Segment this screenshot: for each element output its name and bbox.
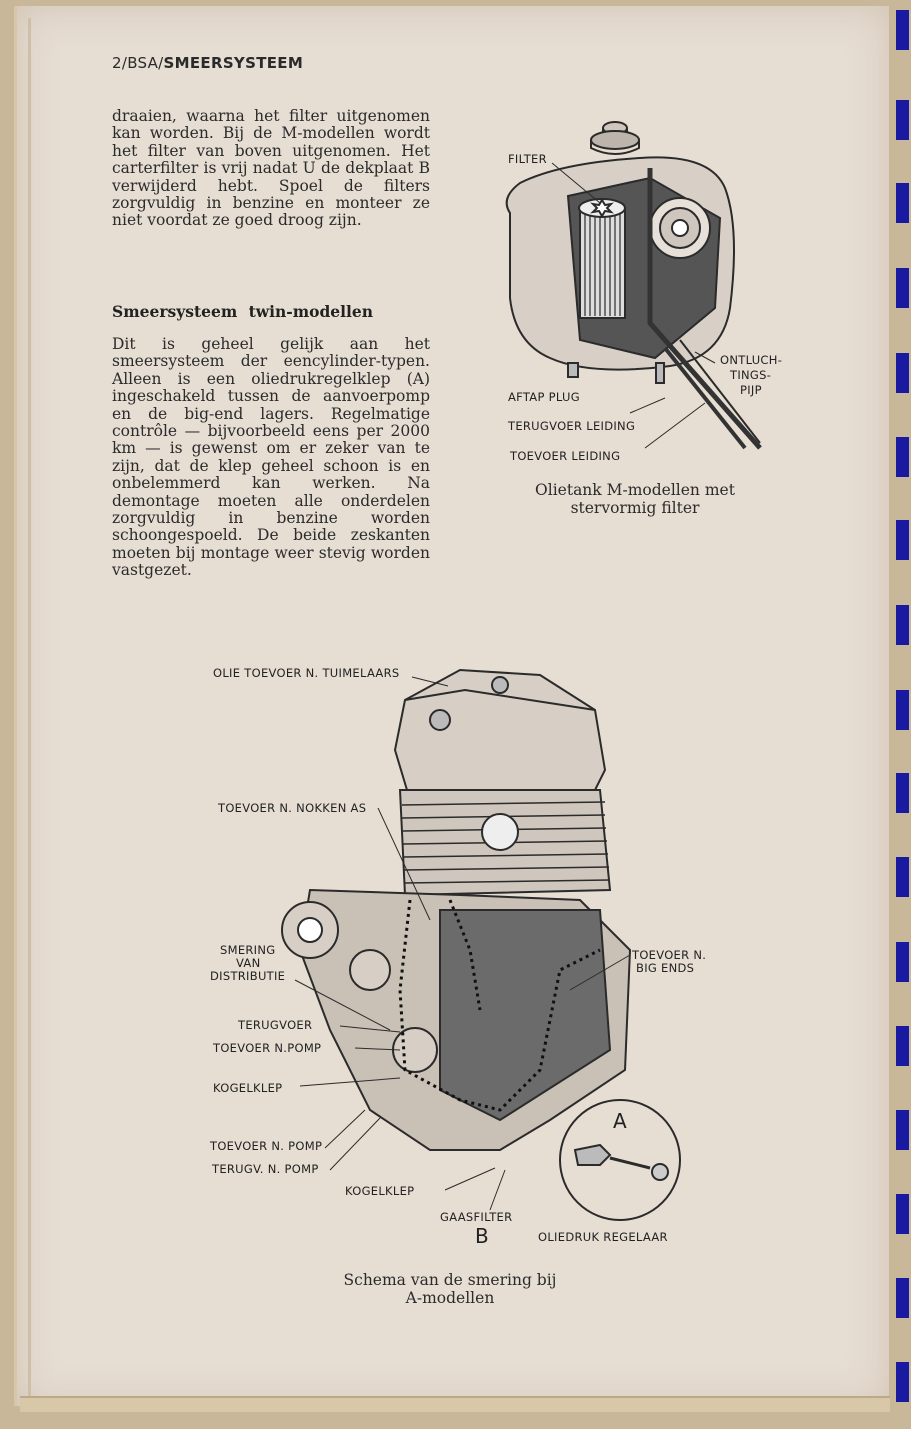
header-section: SMEERSYSTEEM [163, 54, 304, 72]
label-vent-1: ONTLUCH- [720, 353, 782, 367]
oil-tank-caption-line-1: Olietank M-modellen met [535, 481, 735, 499]
label-ball-valve-2: KOGELKLEP [345, 1184, 414, 1198]
engine-drawing [281, 668, 681, 1221]
label-feed-pump: TOEVOER N.POMP [212, 1041, 321, 1055]
oil-tank-drawing [505, 121, 762, 450]
binding-tab [896, 857, 909, 897]
label-filter: FILTER [508, 152, 547, 166]
binding-tab [896, 10, 909, 50]
label-big-ends-2: BIG ENDS [636, 961, 694, 975]
label-big-ends-1: TOEVOER N. [631, 948, 706, 962]
label-vent-2: TINGS- [729, 368, 771, 382]
cover-edge [20, 1396, 890, 1412]
binding-tab [896, 437, 909, 477]
binding-tab [896, 942, 909, 982]
label-gauze-filter: GAASFILTER [440, 1210, 512, 1224]
binding-tab [896, 1110, 909, 1150]
body-paragraph-1: draaien, waarna het filter uitgenomen ka… [112, 107, 430, 230]
binding-tab [896, 1278, 909, 1318]
label-oil-pressure-regulator: OLIEDRUK REGELAAR [538, 1230, 668, 1244]
label-oil-feed-rockers: OLIE TOEVOER N. TUIMELAARS [213, 666, 400, 680]
label-timing-1: SMERING [220, 943, 275, 957]
binding-tab [896, 268, 909, 308]
label-b: B [475, 1224, 489, 1248]
label-feed-line: TOEVOER LEIDING [509, 449, 620, 463]
binding-tab [896, 100, 909, 140]
oil-tank-caption: Olietank M-modellen met stervormig filte… [500, 481, 770, 517]
oil-tank-illustration: FILTER ONTLUCH- TINGS- PIJP AFTAP PLUG T… [505, 121, 782, 463]
label-timing-3: DISTRIBUTIE [210, 969, 285, 983]
running-header: 2/BSA/SMEERSYSTEEM [112, 54, 303, 72]
body-paragraph-2: Dit is geheel gelijk aan het smeersystee… [112, 335, 430, 580]
binding-tabs [891, 0, 911, 1429]
engine-caption-line-1: Schema van de smering bij [343, 1271, 557, 1289]
label-feed-pump-2: TOEVOER N. POMP [209, 1139, 322, 1153]
engine-lubrication-illustration: OLIE TOEVOER N. TUIMELAARS TOEVOER N. NO… [209, 666, 706, 1248]
binding-tab [896, 1026, 909, 1066]
label-return-line: TERUGVOER LEIDING [507, 419, 635, 433]
section-heading: Smeersysteem twin-modellen [112, 302, 374, 321]
label-feed-camshaft: TOEVOER N. NOKKEN AS [217, 801, 366, 815]
binding-tab [896, 605, 909, 645]
label-return: TERUGVOER [237, 1018, 312, 1032]
engine-caption: Schema van de smering bij A-modellen [300, 1271, 600, 1307]
binding-tab [896, 773, 909, 813]
binding-tab [896, 690, 909, 730]
label-vent-3: PIJP [740, 383, 762, 397]
label-a: A [613, 1109, 627, 1133]
page-edge-shadow [28, 18, 31, 1398]
binding-tab [896, 353, 909, 393]
label-timing-2: VAN [236, 956, 261, 970]
label-return-pump: TERUGV. N. POMP [211, 1162, 319, 1176]
binding-tab [896, 1194, 909, 1234]
header-prefix: 2/BSA/ [112, 54, 164, 72]
label-ball-valve: KOGELKLEP [213, 1081, 282, 1095]
binding-tab [896, 183, 909, 223]
engine-caption-line-2: A-modellen [405, 1288, 495, 1307]
oil-tank-caption-line-2: stervormig filter [570, 498, 700, 517]
binding-tab [896, 520, 909, 560]
label-drain-plug: AFTAP PLUG [508, 390, 580, 404]
binding-tab [896, 1362, 909, 1402]
